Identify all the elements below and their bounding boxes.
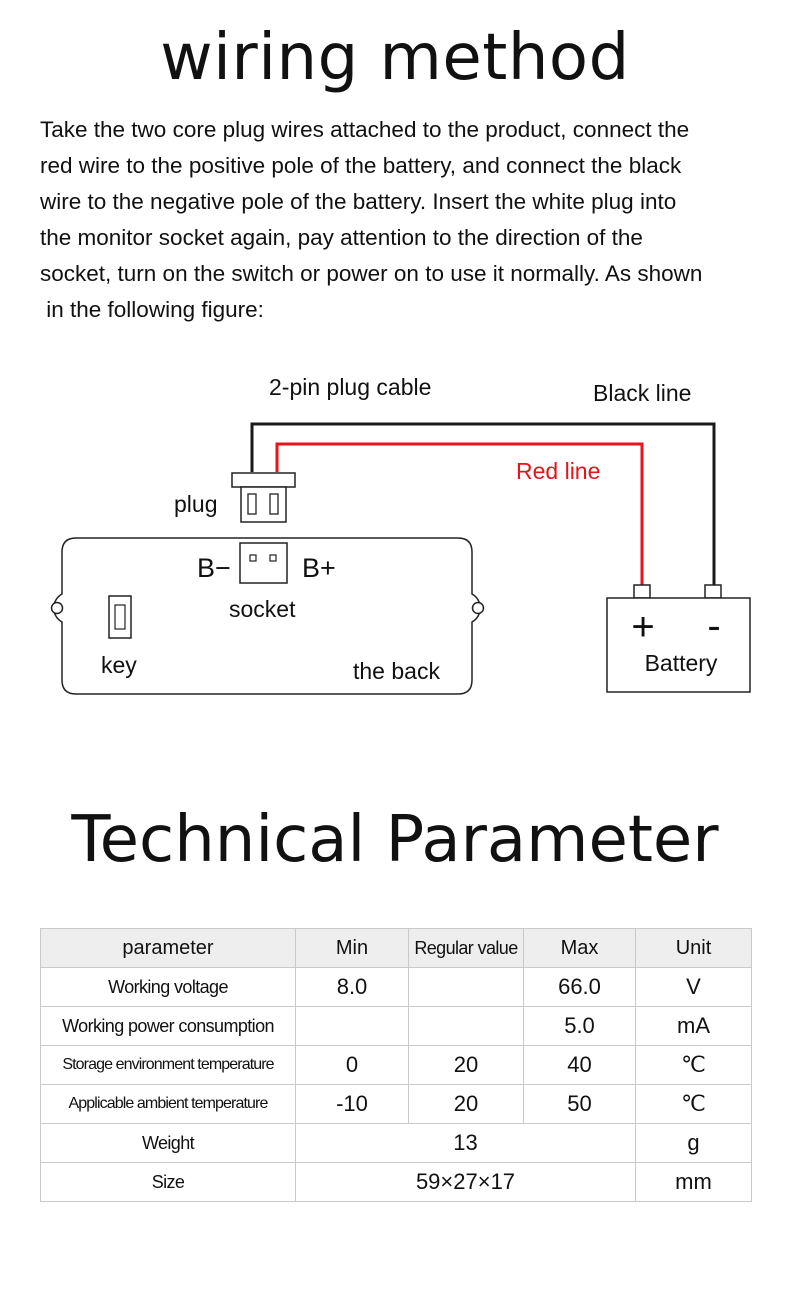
max-cell: 50	[523, 1084, 636, 1124]
min-cell: -10	[295, 1084, 409, 1124]
instruction-line: Take the two core plug wires attached to…	[40, 117, 690, 142]
plug-label: plug	[174, 491, 217, 517]
unit-cell: mm	[635, 1162, 752, 1202]
battery-minus-sign: -	[707, 604, 720, 648]
socket-label: socket	[229, 596, 296, 622]
wiring-method-title: wiring method	[160, 21, 630, 95]
battery-plus-sign: +	[631, 605, 654, 649]
back-label: the back	[353, 658, 440, 684]
regular-cell: 20	[408, 1045, 524, 1085]
parameter-cell: Storage environment temperature	[40, 1045, 296, 1085]
wiring-instructions: Take the two core plug wires attached to…	[40, 112, 775, 328]
parameter-cell: Working voltage	[40, 967, 296, 1007]
min-cell	[295, 1006, 409, 1046]
unit-cell: g	[635, 1123, 752, 1163]
mount-hole-left	[50, 601, 64, 615]
parameter-cell: Weight	[40, 1123, 296, 1163]
unit-cell: ℃	[635, 1045, 752, 1085]
battery-label: Battery	[645, 650, 718, 676]
socket-connector	[239, 542, 288, 584]
max-cell: 40	[523, 1045, 636, 1085]
key-label: key	[101, 652, 137, 678]
black-line-label: Black line	[593, 380, 691, 406]
regular-cell	[408, 1006, 524, 1046]
max-cell: 66.0	[523, 967, 636, 1007]
min-cell: 0	[295, 1045, 409, 1085]
header-parameter: parameter	[40, 928, 296, 968]
socket-minus-label: B−	[197, 553, 231, 583]
table-row: Weight 13 g	[40, 1123, 752, 1163]
technical-parameter-title: Technical Parameter	[71, 803, 719, 877]
weight-value-cell: 13	[295, 1123, 636, 1163]
instruction-line: in the following figure:	[40, 297, 264, 322]
device-back-housing	[53, 537, 481, 695]
table-row: Applicable ambient temperature -10 20 50…	[40, 1084, 752, 1124]
instruction-line: socket, turn on the switch or power on t…	[40, 261, 703, 286]
header-max: Max	[523, 928, 636, 968]
size-value-cell: 59×27×17	[295, 1162, 636, 1202]
key-switch	[108, 595, 132, 639]
black-wire	[250, 422, 716, 586]
plug-cable-label: 2-pin plug cable	[269, 374, 431, 400]
instruction-line: wire to the negative pole of the battery…	[40, 189, 677, 214]
technical-parameter-table: parameter Min Regular value Max Unit Wor…	[40, 928, 752, 1202]
regular-cell: 20	[408, 1084, 524, 1124]
parameter-cell: Size	[40, 1162, 296, 1202]
header-unit: Unit	[635, 928, 752, 968]
mount-hole-right	[471, 601, 485, 615]
table-row: Working power consumption 5.0 mA	[40, 1006, 752, 1046]
regular-cell	[408, 967, 524, 1007]
wiring-diagram: 2-pin plug cable Black line Red line plu…	[50, 374, 751, 695]
table-row: Size 59×27×17 mm	[40, 1162, 752, 1202]
unit-cell: ℃	[635, 1084, 752, 1124]
table-row: Storage environment temperature 0 20 40 …	[40, 1045, 752, 1085]
unit-cell: mA	[635, 1006, 752, 1046]
red-line-label: Red line	[516, 458, 600, 484]
battery	[606, 584, 751, 693]
parameter-cell: Working power consumption	[40, 1006, 296, 1046]
max-cell: 5.0	[523, 1006, 636, 1046]
header-regular-value: Regular value	[408, 928, 524, 968]
instruction-line: the monitor socket again, pay attention …	[40, 225, 643, 250]
unit-cell: V	[635, 967, 752, 1007]
min-cell: 8.0	[295, 967, 409, 1007]
instruction-line: red wire to the positive pole of the bat…	[40, 153, 682, 178]
header-min: Min	[295, 928, 409, 968]
socket-plus-label: B+	[302, 553, 336, 583]
table-header-row: parameter Min Regular value Max Unit	[40, 928, 752, 968]
table-row: Working voltage 8.0 66.0 V	[40, 967, 752, 1007]
parameter-cell: Applicable ambient temperature	[40, 1084, 296, 1124]
plug-connector	[231, 472, 296, 523]
red-wire	[275, 442, 644, 586]
